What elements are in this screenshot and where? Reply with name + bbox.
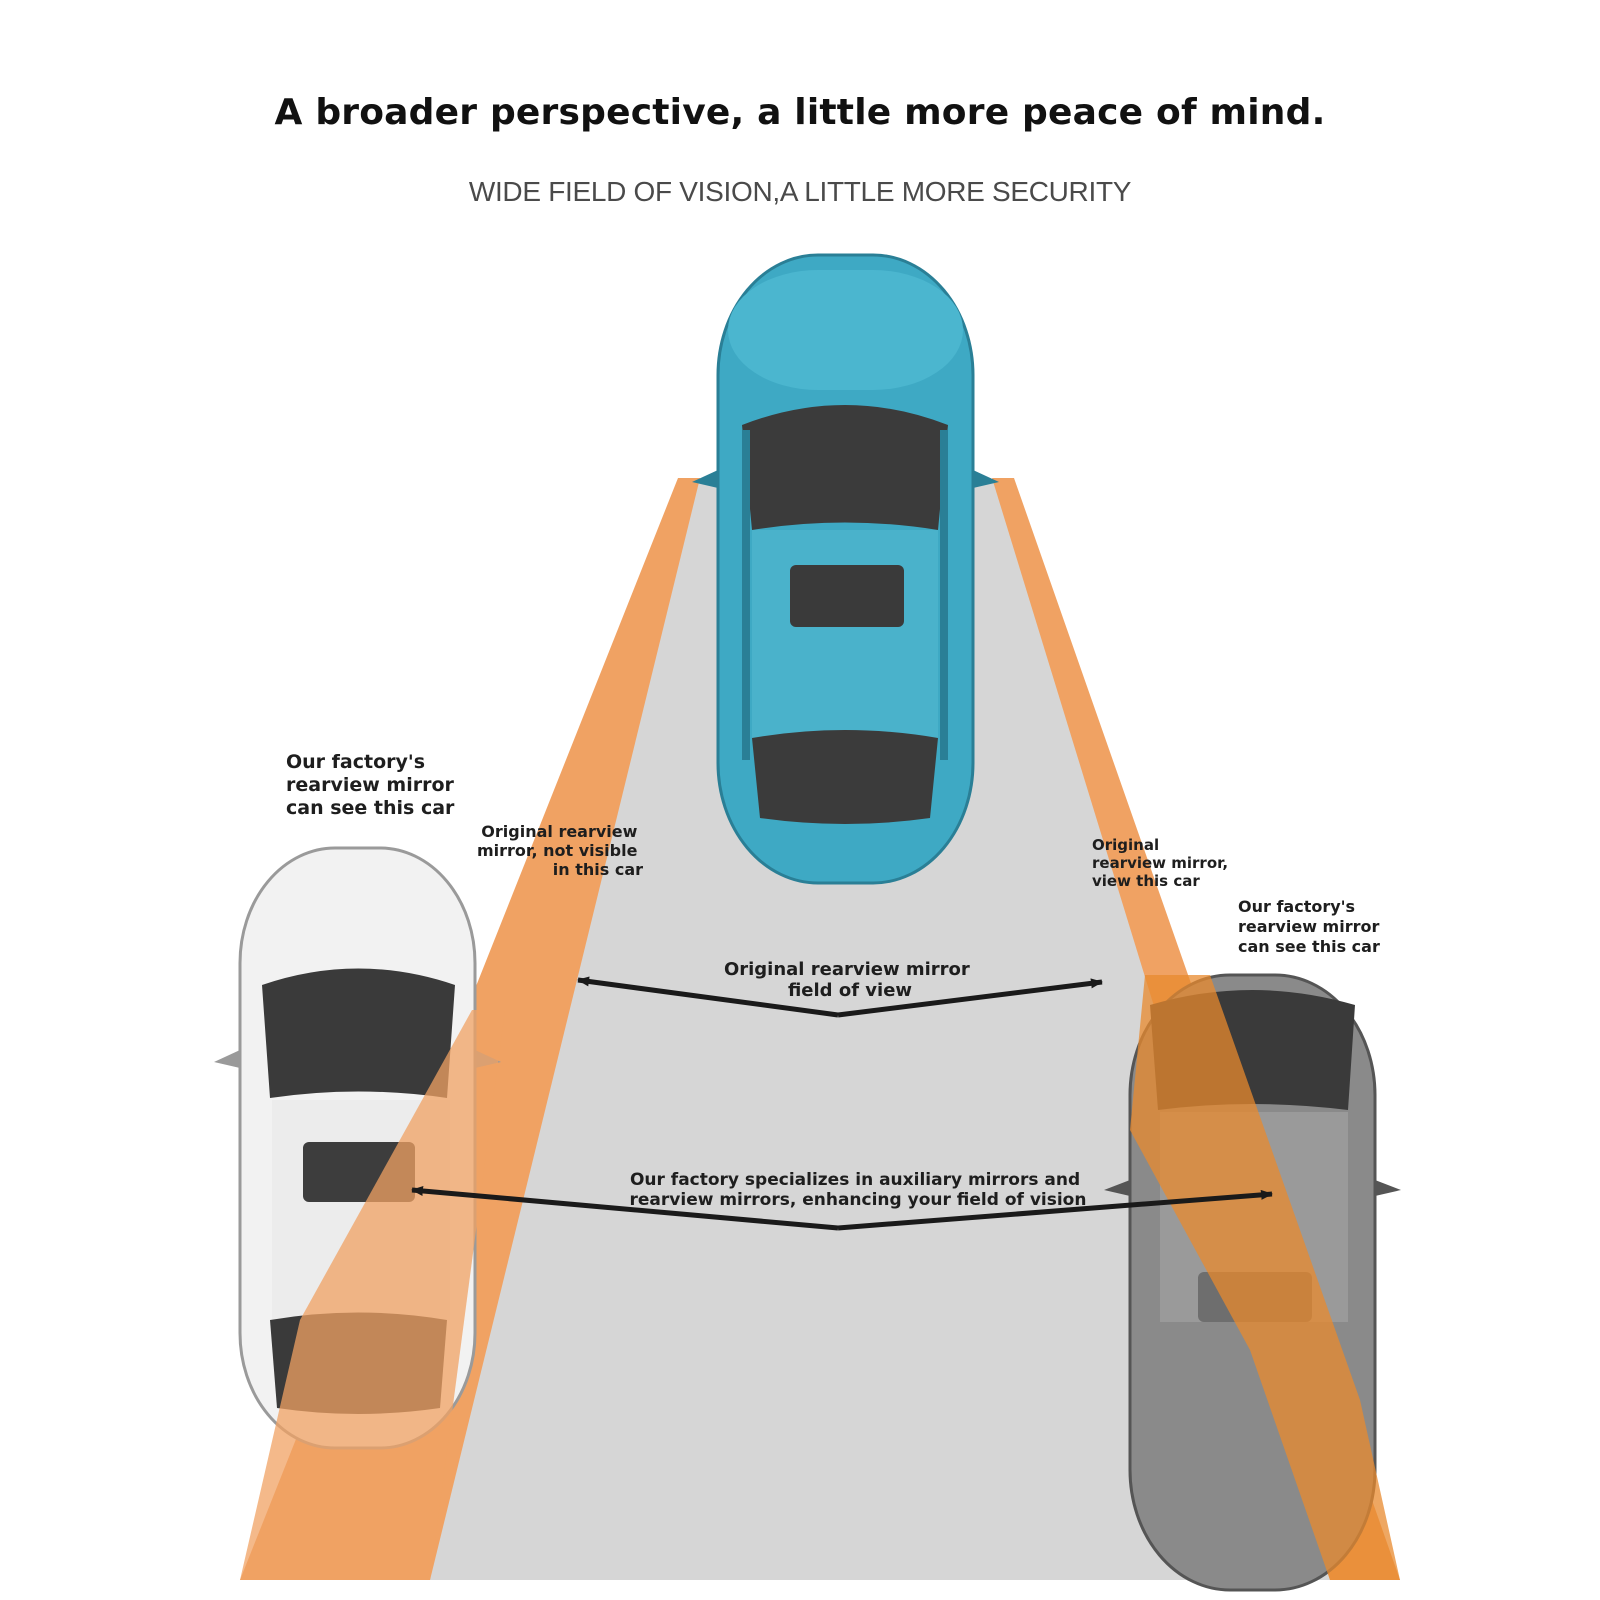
headline: A broader perspective, a little more pea…	[274, 92, 1326, 133]
label-factory-fov: Our factory specializes in auxiliary mir…	[630, 1170, 1087, 1210]
label-left-original: Original rearview mirror, not visible in…	[477, 822, 643, 879]
label-left-factory: Our factory's rearview mirror can see th…	[286, 751, 461, 819]
right-beam-overlay	[1130, 975, 1400, 1580]
center-car	[692, 253, 999, 885]
left-beam-overlay	[240, 1010, 505, 1580]
road-surface	[250, 480, 1400, 1580]
label-right-factory: Our factory's rearview mirror can see th…	[1238, 897, 1385, 956]
label-right-original: Original rearview mirror, view this car	[1092, 836, 1233, 890]
subheadline: WIDE FIELD OF VISION,A LITTLE MORE SECUR…	[468, 176, 1132, 207]
factory-fov-arrow	[411, 1185, 1273, 1231]
label-original-fov: Original rearview mirror field of view	[724, 959, 976, 1001]
original-fov-arrow	[577, 976, 1103, 1018]
